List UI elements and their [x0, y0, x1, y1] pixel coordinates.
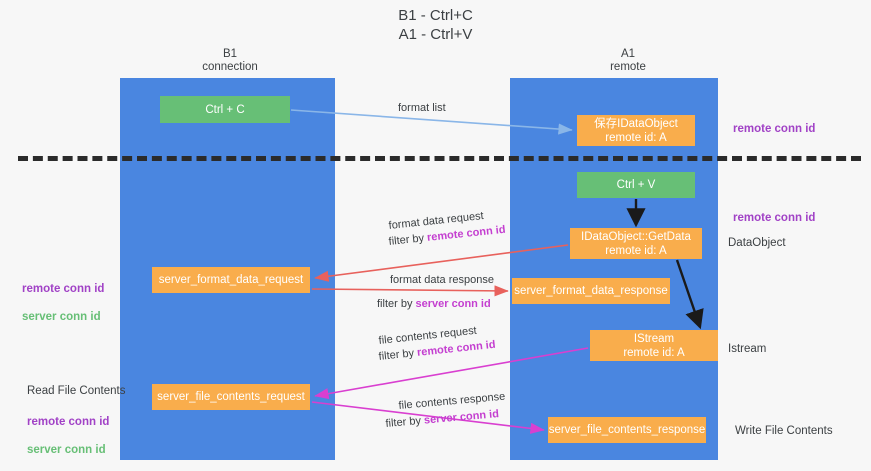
phase-divider — [18, 156, 861, 161]
side-label-server-conn-id: server conn id — [27, 444, 106, 456]
edge-label-format-data-response: format data response — [390, 274, 494, 286]
filter-prefix: filter by — [378, 346, 418, 363]
side-label-remote-conn-id: remote conn id — [27, 416, 110, 428]
filter-prefix: filter by — [385, 414, 425, 430]
edge-label-format-list: format list — [398, 102, 446, 114]
side-label-remote-conn-id-mid: remote conn id — [733, 212, 816, 224]
side-label-server-conn-id: server conn id — [22, 311, 101, 323]
filter-key-server-conn-id: server conn id — [423, 408, 500, 427]
filter-prefix: filter by — [377, 298, 416, 310]
node-idataobject-getdata[interactable]: IDataObject::GetData remote id: A — [570, 228, 702, 259]
side-label-conn-ids-middle: remote conn id server conn id — [22, 268, 104, 338]
side-label-write-file-contents: Write File Contents — [735, 425, 833, 437]
side-label-remote-conn-id-top: remote conn id — [733, 123, 816, 135]
side-label-remote-conn-id: remote conn id — [22, 283, 105, 295]
filter-prefix: filter by — [388, 231, 428, 248]
page-title: B1 - Ctrl+C A1 - Ctrl+V — [398, 7, 473, 43]
node-server-format-data-request[interactable]: server_format_data_request — [152, 267, 310, 293]
filter-key-server-conn-id: server conn id — [415, 298, 491, 310]
column-header-b1: B1 connection — [202, 48, 258, 73]
node-ctrl-v[interactable]: Ctrl + V — [577, 172, 695, 198]
node-istream[interactable]: IStream remote id: A — [590, 330, 718, 361]
node-server-file-contents-request[interactable]: server_file_contents_request — [152, 384, 310, 410]
side-label-istream: Istream — [728, 343, 767, 355]
node-save-idataobject[interactable]: 保存IDataObject remote id: A — [577, 115, 695, 146]
side-label-conn-ids-bottom: remote conn id server conn id — [27, 401, 109, 471]
side-label-read-file-contents: Read File Contents — [27, 385, 126, 397]
node-server-file-contents-response[interactable]: server_file_contents_response — [548, 417, 706, 443]
column-header-a1: A1 remote — [610, 48, 646, 73]
side-label-dataobject: DataObject — [728, 237, 786, 249]
node-ctrl-c[interactable]: Ctrl + C — [160, 96, 290, 123]
edge-label-format-data-response-filter: filter by server conn id — [377, 297, 491, 312]
node-server-format-data-response[interactable]: server_format_data_response — [512, 278, 670, 304]
